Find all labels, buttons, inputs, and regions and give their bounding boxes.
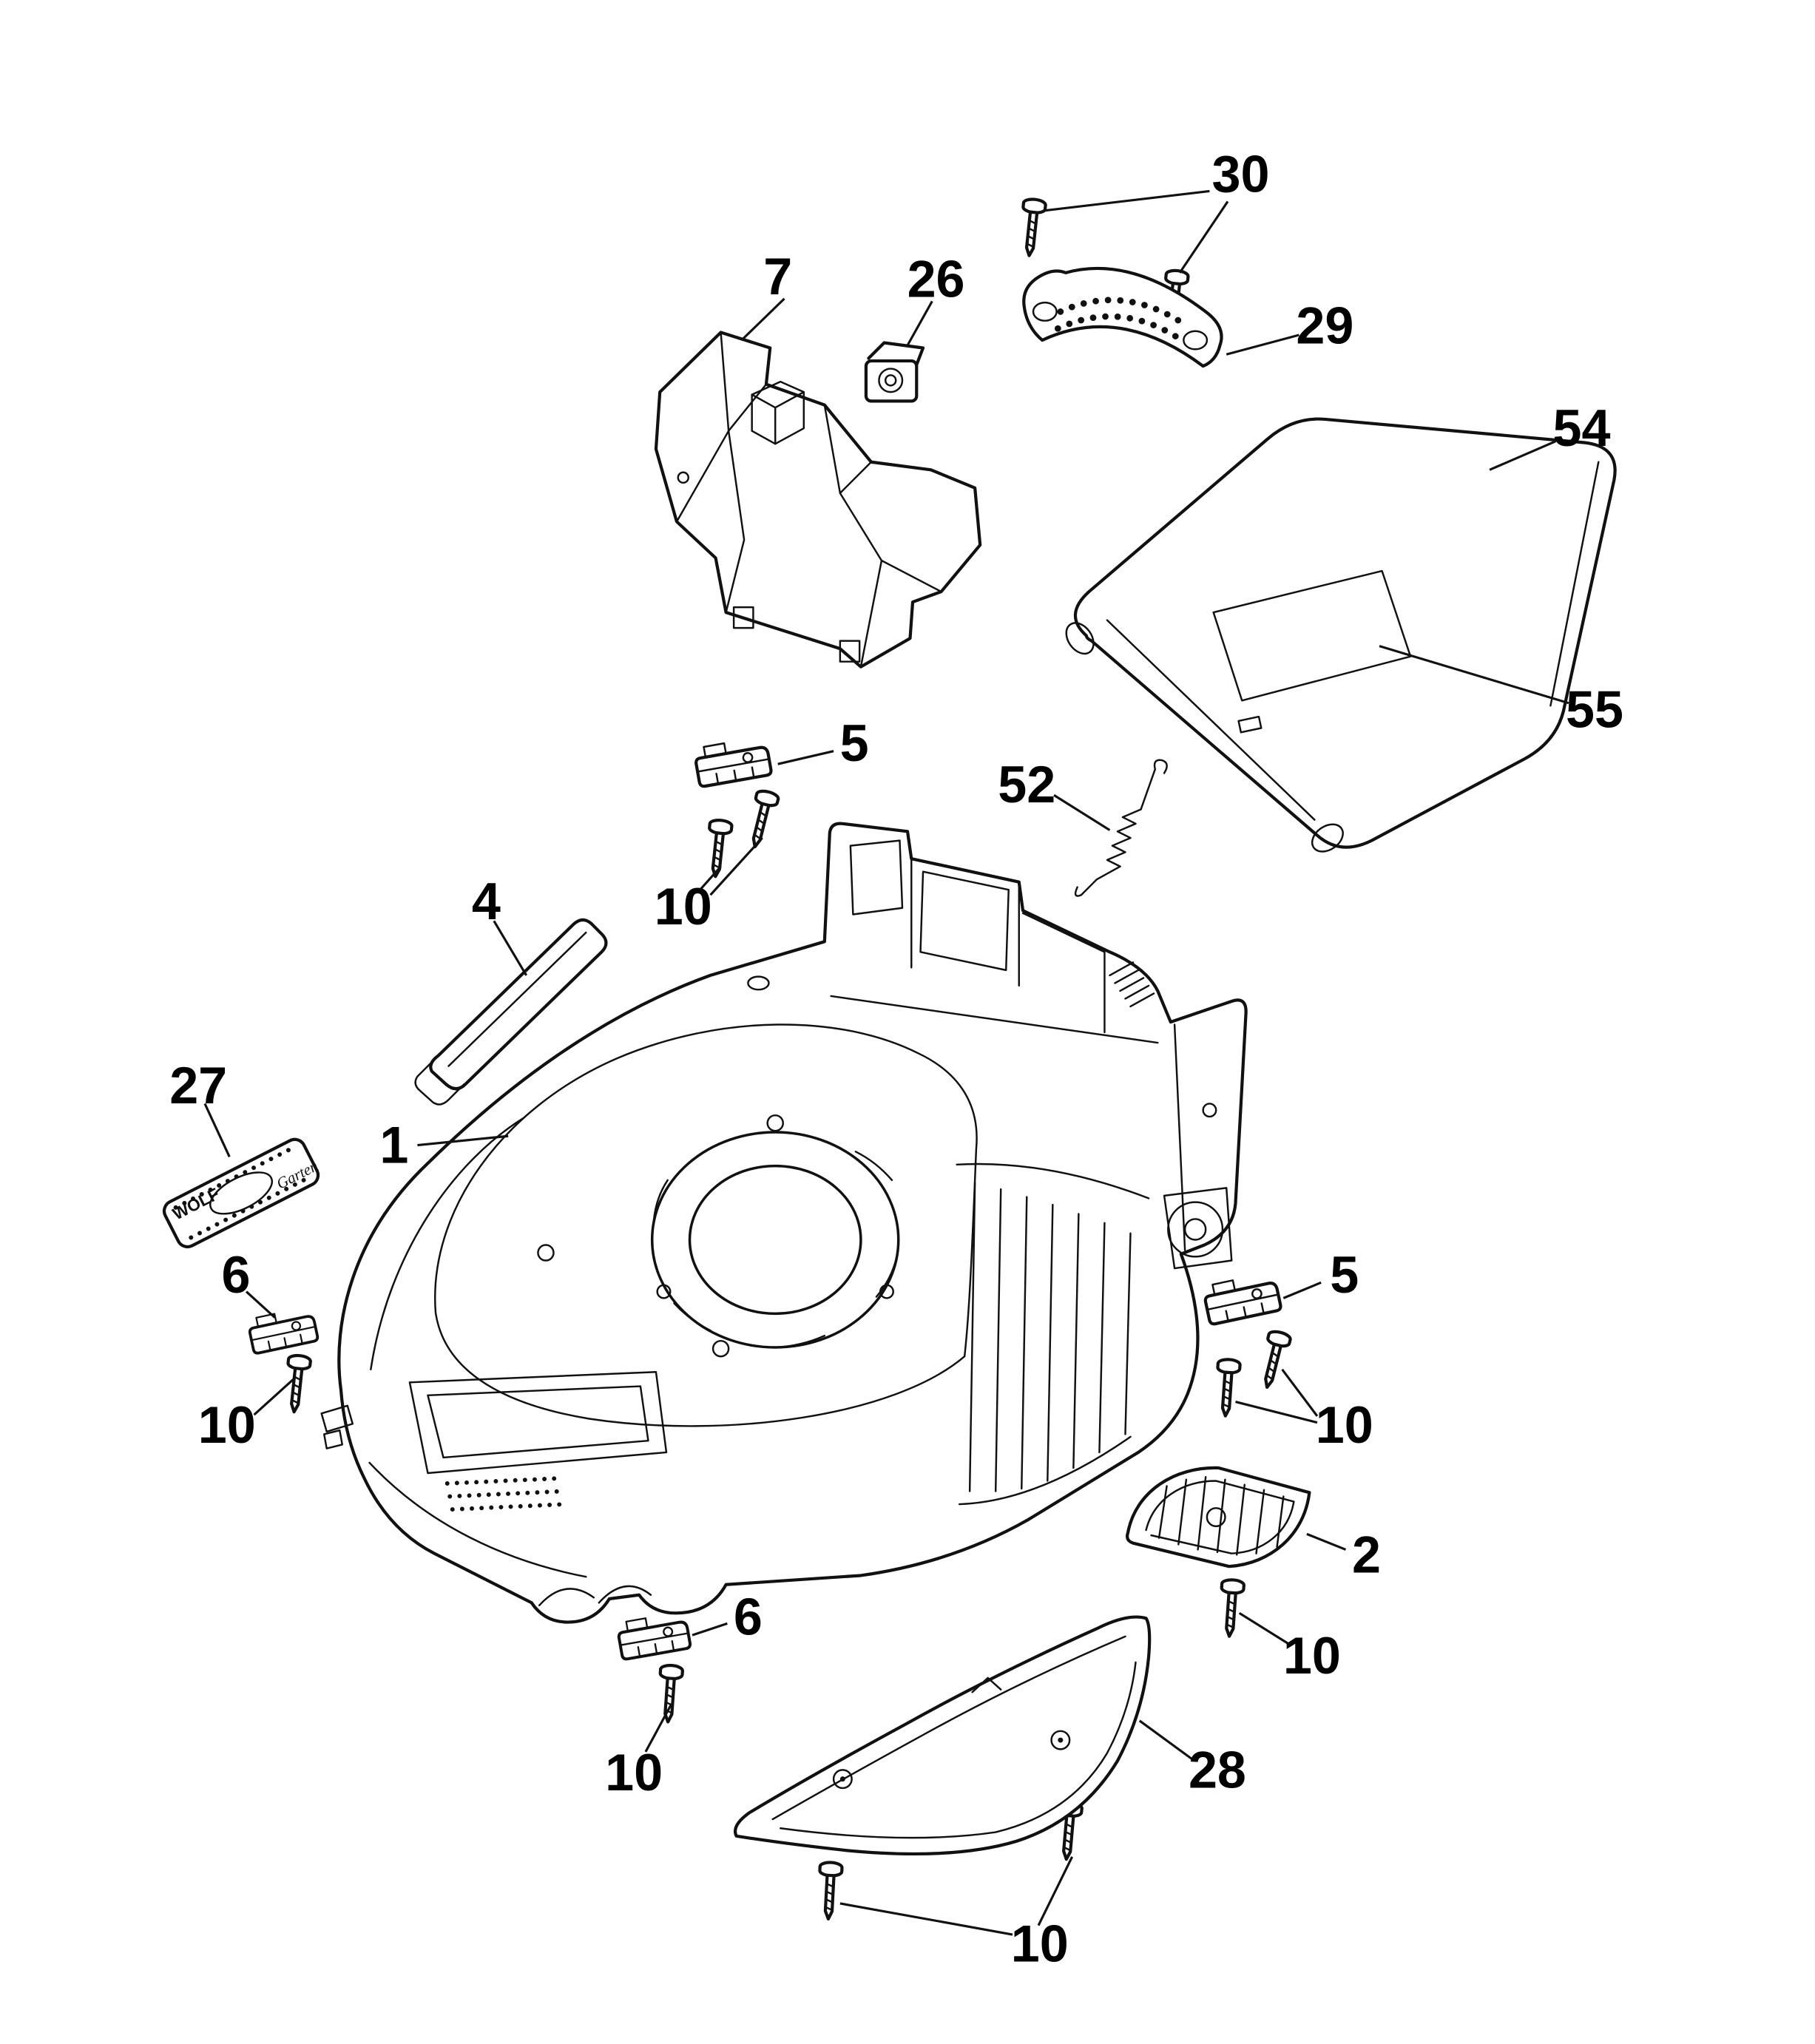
leader-line-6 bbox=[245, 1290, 276, 1319]
bumper-outline bbox=[733, 1615, 1152, 1856]
part-27-brand-plate: WOLF Garten bbox=[162, 1137, 321, 1249]
screw-10-right-b bbox=[1257, 1330, 1291, 1390]
cover-outline bbox=[1073, 417, 1617, 849]
callout-27: 27 bbox=[169, 1057, 227, 1114]
callout-5: 5 bbox=[840, 714, 869, 772]
screw-10-bottom-a bbox=[817, 1862, 842, 1920]
leader-line-10 bbox=[1037, 1856, 1074, 1926]
part-52-spring bbox=[1074, 759, 1168, 897]
callout-26: 26 bbox=[908, 251, 965, 308]
leader-line-30 bbox=[1044, 189, 1210, 212]
leader-line-10 bbox=[699, 865, 722, 891]
leader-line-4 bbox=[493, 920, 528, 976]
callout-55: 55 bbox=[1566, 681, 1623, 739]
callout-10: 10 bbox=[198, 1396, 256, 1454]
part-1-deck-housing bbox=[320, 822, 1248, 1624]
callout-10: 10 bbox=[1011, 1915, 1069, 1972]
leader-line-10 bbox=[839, 1902, 1013, 1936]
leader-line-10 bbox=[1281, 1368, 1319, 1417]
callout-52: 52 bbox=[998, 756, 1055, 813]
part-26-nut-block bbox=[864, 341, 925, 403]
leader-line-5 bbox=[777, 750, 834, 765]
callout-54: 54 bbox=[1552, 399, 1610, 457]
leader-line-7 bbox=[740, 297, 785, 342]
callout-1: 1 bbox=[379, 1117, 408, 1174]
callout-28: 28 bbox=[1189, 1741, 1246, 1798]
callout-2: 2 bbox=[1352, 1526, 1381, 1583]
callout-6: 6 bbox=[734, 1588, 763, 1646]
leader-line-27 bbox=[203, 1103, 231, 1157]
leader-line-6 bbox=[692, 1622, 728, 1637]
callout-29: 29 bbox=[1296, 297, 1353, 355]
screw-10-below-grille bbox=[1218, 1579, 1244, 1637]
part-29-handle-grip bbox=[1022, 266, 1223, 368]
part-4-trim-strip bbox=[414, 918, 608, 1106]
leader-line-26 bbox=[906, 300, 933, 346]
leader-line-1 bbox=[417, 1134, 509, 1147]
callout-10: 10 bbox=[655, 878, 712, 935]
part-7-motor-cover bbox=[654, 331, 982, 669]
part-6-clip-left bbox=[246, 1304, 320, 1356]
callout-10: 10 bbox=[1316, 1396, 1373, 1454]
part-6-clip-lower bbox=[615, 1609, 693, 1662]
callout-4: 4 bbox=[472, 873, 501, 930]
callout-6: 6 bbox=[222, 1246, 251, 1304]
leader-line-2 bbox=[1306, 1532, 1347, 1551]
part-5-clip-upper bbox=[694, 736, 772, 787]
callout-10: 10 bbox=[605, 1744, 663, 1801]
part-54-cover-lid bbox=[1065, 417, 1617, 853]
screw-10-lower-left bbox=[657, 1665, 683, 1722]
leader-line-52 bbox=[1053, 793, 1111, 831]
part-2-vent-grille bbox=[1126, 1466, 1311, 1568]
screw-30a bbox=[1018, 198, 1047, 257]
leader-line-55 bbox=[1379, 645, 1569, 705]
screw-10-right-a bbox=[1214, 1358, 1240, 1416]
leader-line-10 bbox=[709, 837, 763, 896]
leader-line-29 bbox=[1226, 334, 1299, 356]
leader-line-10 bbox=[253, 1377, 295, 1416]
part-28-front-bumper bbox=[733, 1615, 1152, 1856]
motor-cover-outline bbox=[654, 331, 982, 669]
part-5-clip-right bbox=[1203, 1272, 1282, 1325]
callout-30: 30 bbox=[1211, 146, 1269, 203]
leader-line-10 bbox=[1235, 1401, 1318, 1424]
leader-line-28 bbox=[1138, 1719, 1194, 1761]
deck-outline bbox=[337, 822, 1248, 1624]
callout-5: 5 bbox=[1330, 1246, 1359, 1304]
leader-line-54 bbox=[1489, 440, 1557, 471]
leader-line-5 bbox=[1282, 1281, 1322, 1299]
callout-7: 7 bbox=[763, 248, 792, 305]
leader-line-30 bbox=[1178, 200, 1229, 274]
leader-line-10 bbox=[644, 1703, 673, 1753]
screw-10-upper-b bbox=[744, 789, 779, 849]
callout-10: 10 bbox=[1283, 1627, 1341, 1685]
leader-line-10 bbox=[1238, 1611, 1292, 1647]
